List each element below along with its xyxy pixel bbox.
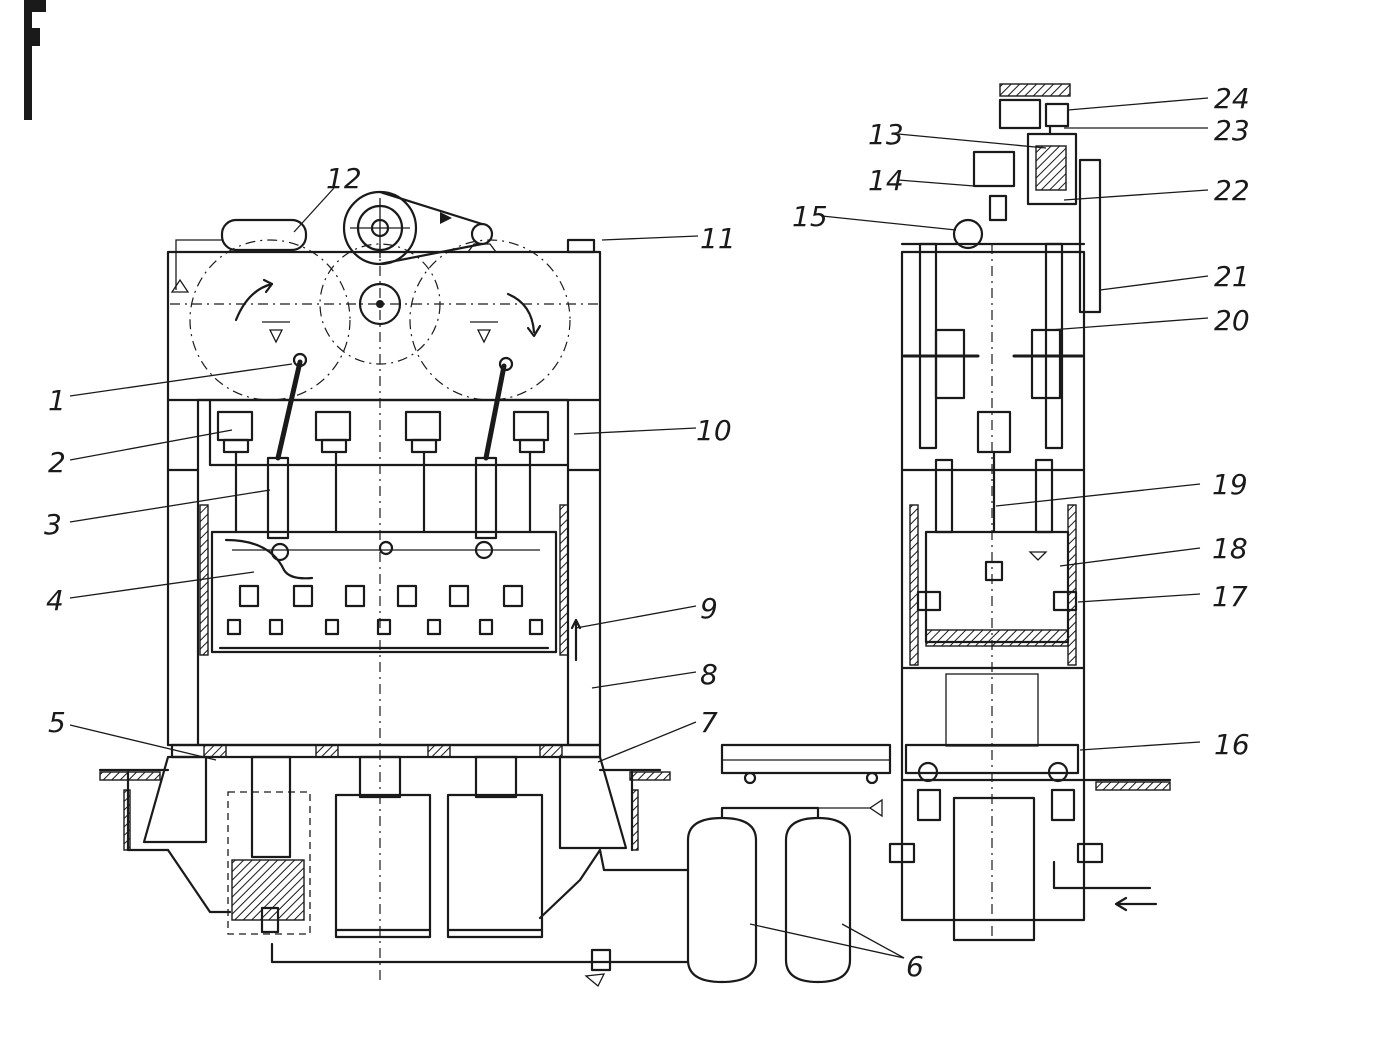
scan-edge-marks [24, 0, 46, 120]
label-18: 18 [1212, 532, 1248, 565]
motor-12 [170, 218, 308, 293]
left-foot [142, 755, 208, 844]
punch-row-lower [226, 618, 544, 636]
leader-lines [69, 97, 1209, 959]
label-15: 15 [792, 200, 828, 233]
side-cylinder [888, 788, 1158, 942]
side-view [888, 83, 1172, 942]
punch-row-upper [238, 584, 524, 608]
side-bolster-16 [900, 673, 1172, 791]
crank-1 [262, 321, 514, 461]
label-6: 6 [906, 950, 924, 983]
side-guide-left [909, 504, 919, 666]
ground-line [98, 768, 671, 852]
trolley [720, 743, 892, 785]
label-19: 19 [1212, 468, 1248, 501]
label-3: 3 [44, 508, 62, 541]
label-24: 24 [1214, 82, 1250, 115]
receivers-6 [686, 798, 883, 984]
slide-18 [916, 530, 1078, 647]
main-gears [170, 239, 600, 980]
bolster [166, 743, 602, 759]
press-crown [166, 250, 602, 402]
piping [166, 848, 690, 988]
cylinder-a [334, 755, 432, 939]
right-guide-9 [559, 504, 569, 656]
callout-labels: 1 2 3 4 5 6 7 8 9 10 11 12 13 14 15 16 1… [44, 82, 1250, 983]
part-11 [566, 238, 596, 254]
label-9: 9 [700, 592, 718, 625]
rods-19 [934, 450, 1054, 534]
label-21: 21 [1214, 260, 1250, 293]
front-view [98, 190, 892, 988]
guide-rods [234, 450, 532, 540]
label-16: 16 [1214, 728, 1250, 761]
label-23: 23 [1214, 114, 1250, 147]
label-7: 7 [700, 706, 718, 739]
label-14: 14 [868, 164, 904, 197]
label-1: 1 [48, 384, 66, 417]
label-12: 12 [326, 162, 362, 195]
label-13: 13 [868, 118, 904, 151]
label-8: 8 [700, 658, 718, 691]
label-20: 20 [1214, 304, 1250, 337]
label-17: 17 [1212, 580, 1248, 613]
right-foot-7 [558, 755, 628, 850]
label-22: 22 [1214, 174, 1250, 207]
side-frame [900, 250, 1086, 922]
side-guide-right [1067, 504, 1077, 666]
label-2: 2 [48, 446, 66, 479]
cylinder-b [446, 755, 544, 939]
top-drive [900, 83, 1102, 314]
flywheel [342, 190, 498, 266]
shafts-20 [902, 242, 1084, 454]
slide-4 [210, 530, 558, 654]
label-5: 5 [48, 706, 66, 739]
crossbeam-10 [196, 398, 570, 467]
label-10: 10 [696, 414, 732, 447]
label-11: 11 [700, 222, 736, 255]
die-cushion-5 [227, 755, 311, 935]
label-4: 4 [46, 584, 64, 617]
